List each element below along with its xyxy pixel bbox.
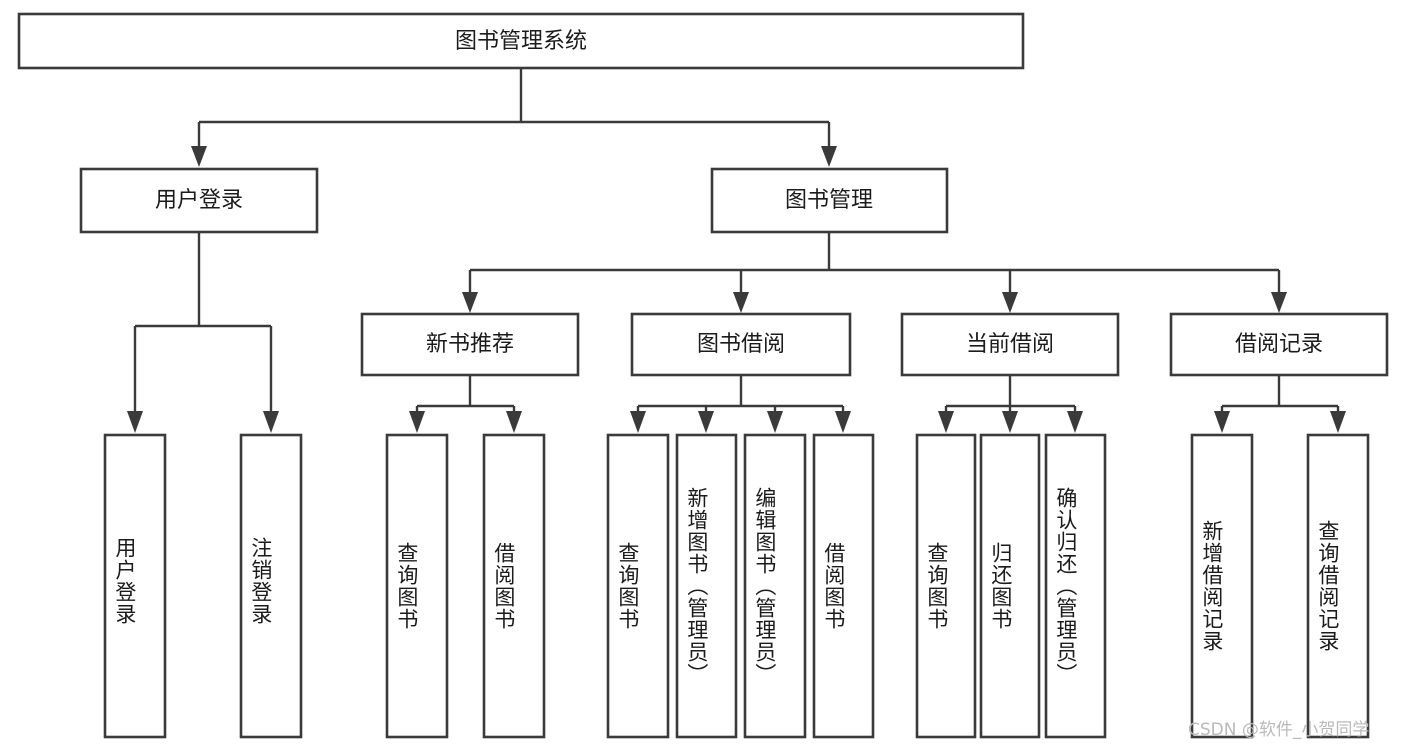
arrowhead-new-book-recommend — [462, 292, 478, 313]
arrowhead-leaf-query-book-2 — [630, 411, 646, 433]
arrowhead-book-management — [821, 146, 837, 167]
connector-group-user-login — [127, 232, 279, 433]
leaf-box-query-borrow-record[interactable] — [1306, 433, 1370, 739]
arrowhead-user-login — [191, 146, 207, 167]
arrowhead-leaf-add-book-admin — [698, 411, 714, 433]
arrowhead-leaf-query-book-3 — [938, 411, 954, 433]
leaf-box-logout[interactable] — [239, 433, 303, 739]
leaf-box-query-book-1[interactable] — [385, 433, 449, 739]
arrowhead-current-borrow — [1002, 292, 1018, 313]
leaf-box-edit-book-admin[interactable] — [743, 433, 807, 739]
node-borrow-record-label: 借阅记录 — [1235, 332, 1323, 357]
csdn-watermark: CSDN @软件_小贺同学 — [1188, 720, 1370, 740]
arrowhead-leaf-user-login — [127, 411, 143, 433]
leaf-box-query-book-3[interactable] — [915, 433, 977, 739]
node-user-login-label: 用户登录 — [155, 188, 243, 213]
leaf-box-return-book[interactable] — [979, 433, 1041, 739]
leaf-box-confirm-return-admin[interactable] — [1044, 433, 1107, 739]
arrowhead-book-borrow — [733, 292, 749, 313]
connector-group-current-borrow — [938, 375, 1083, 433]
arrowhead-leaf-borrow-book-1 — [506, 411, 522, 433]
node-book-borrow-label: 图书借阅 — [697, 332, 785, 357]
leaf-box-query-book-2[interactable] — [606, 433, 670, 739]
leaf-box-user-login[interactable] — [103, 433, 167, 739]
node-borrow-record[interactable] — [1169, 312, 1389, 377]
node-new-book-recommend[interactable] — [360, 312, 580, 377]
arrowhead-leaf-return-book — [1002, 411, 1018, 433]
node-book-management-label: 图书管理 — [785, 188, 873, 213]
leaf-box-borrow-book-2[interactable] — [812, 433, 875, 739]
leaf-box-add-book-admin[interactable] — [675, 433, 738, 739]
arrowhead-leaf-confirm-return-admin — [1067, 411, 1083, 433]
leaf-box-add-borrow-record[interactable] — [1190, 433, 1254, 739]
node-current-borrow[interactable] — [900, 312, 1120, 377]
connector-group-book-management — [462, 232, 1287, 313]
node-current-borrow-label: 当前借阅 — [966, 332, 1054, 357]
leaf-box-borrow-book-1[interactable] — [482, 433, 546, 739]
connector-group-borrow-record — [1214, 375, 1346, 433]
connector-group-book-borrow — [630, 375, 851, 433]
node-user-login[interactable] — [79, 167, 319, 234]
connector-group-new-book-recommend — [409, 375, 522, 433]
arrowhead-leaf-add-borrow-record — [1214, 411, 1230, 433]
arrowhead-leaf-edit-book-admin — [767, 411, 783, 433]
node-root-label: 图书管理系统 — [455, 29, 587, 54]
node-new-book-recommend-label: 新书推荐 — [426, 332, 514, 357]
connector-group-root — [191, 68, 837, 167]
node-book-borrow[interactable] — [630, 312, 852, 377]
arrowhead-leaf-logout — [263, 411, 279, 433]
arrowhead-leaf-query-borrow-record — [1330, 411, 1346, 433]
arrowhead-leaf-query-book-1 — [409, 411, 425, 433]
arrowhead-leaf-borrow-book-2 — [835, 411, 851, 433]
arrowhead-borrow-record — [1271, 292, 1287, 313]
node-book-management[interactable] — [710, 167, 949, 234]
node-root[interactable] — [17, 12, 1025, 70]
